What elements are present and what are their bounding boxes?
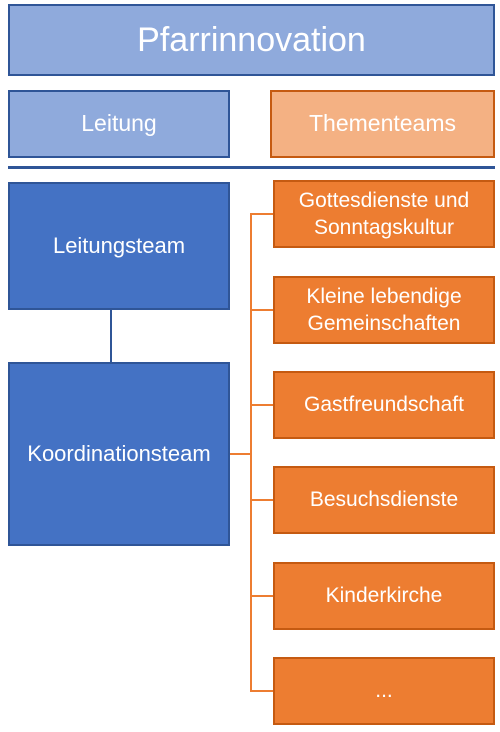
thementeams-header: Thementeams	[270, 90, 495, 158]
page-title: Pfarrinnovation	[8, 4, 495, 76]
team-connector-5	[250, 595, 273, 597]
team-gastfreundschaft: Gastfreundschaft	[273, 371, 495, 439]
team-connector-6	[250, 690, 273, 692]
team-kinderkirche: Kinderkirche	[273, 562, 495, 630]
koordinationsteam-node: Koordinationsteam	[8, 362, 230, 546]
leitung-koordination-connector	[110, 310, 112, 362]
team-spine-connector	[250, 213, 252, 692]
team-kleine-gemeinschaften: Kleine lebendige Gemeinschaften	[273, 276, 495, 344]
leitungsteam-node: Leitungsteam	[8, 182, 230, 310]
team-connector-2	[250, 309, 273, 311]
leitung-header: Leitung	[8, 90, 230, 158]
team-connector-1	[250, 213, 273, 215]
koordination-branch-connector	[230, 453, 251, 455]
team-besuchsdienste: Besuchsdienste	[273, 466, 495, 534]
team-gottesdienste: Gottesdienste und Sonntagskultur	[273, 180, 495, 248]
team-connector-4	[250, 499, 273, 501]
team-more: ...	[273, 657, 495, 725]
team-connector-3	[250, 404, 273, 406]
section-divider	[8, 166, 495, 169]
